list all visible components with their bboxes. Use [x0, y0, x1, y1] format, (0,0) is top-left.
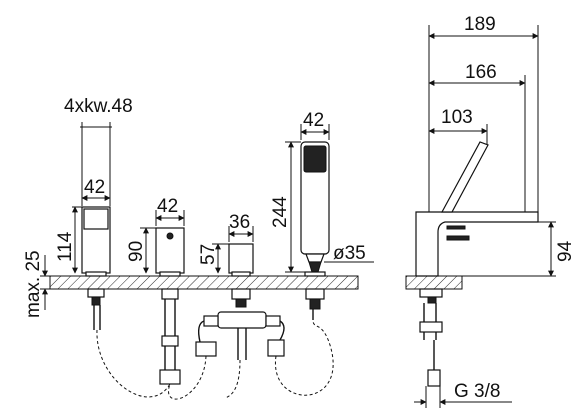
dim-244-label: 244	[270, 196, 291, 228]
hoses	[96, 319, 334, 400]
dim-max25-label: max. 25	[23, 250, 44, 318]
dim-36-label: 36	[229, 212, 250, 233]
dim-57-label: 57	[198, 244, 219, 265]
dim-42b-label: 42	[157, 196, 178, 217]
dimension-max-25: max. 25	[23, 250, 52, 318]
dim-holes-label: 4xkw.48	[64, 96, 133, 117]
mixer-handle-1: 4xkw.48 42 114	[55, 96, 133, 330]
dim-189-label: 189	[464, 14, 496, 35]
dim-thread-label: G 3/8	[454, 381, 500, 402]
diverter-2: 42 90	[126, 196, 185, 385]
dim-35-label: ø35	[333, 243, 366, 264]
side-view: 189 166 103 94 G 3/8	[414, 14, 576, 408]
dim-166-label: 166	[465, 62, 497, 83]
dim-94-label: 94	[555, 240, 576, 262]
hand-shower-4: 42 244 ø35	[270, 110, 374, 320]
dim-103-label: 103	[441, 107, 473, 128]
dim-42c-label: 42	[303, 110, 324, 131]
deck-section	[49, 275, 463, 290]
dim-42a-label: 42	[84, 177, 105, 198]
dim-90-label: 90	[126, 241, 147, 262]
dim-114-label: 114	[55, 231, 76, 262]
valve-3: 36 57	[195, 212, 285, 360]
